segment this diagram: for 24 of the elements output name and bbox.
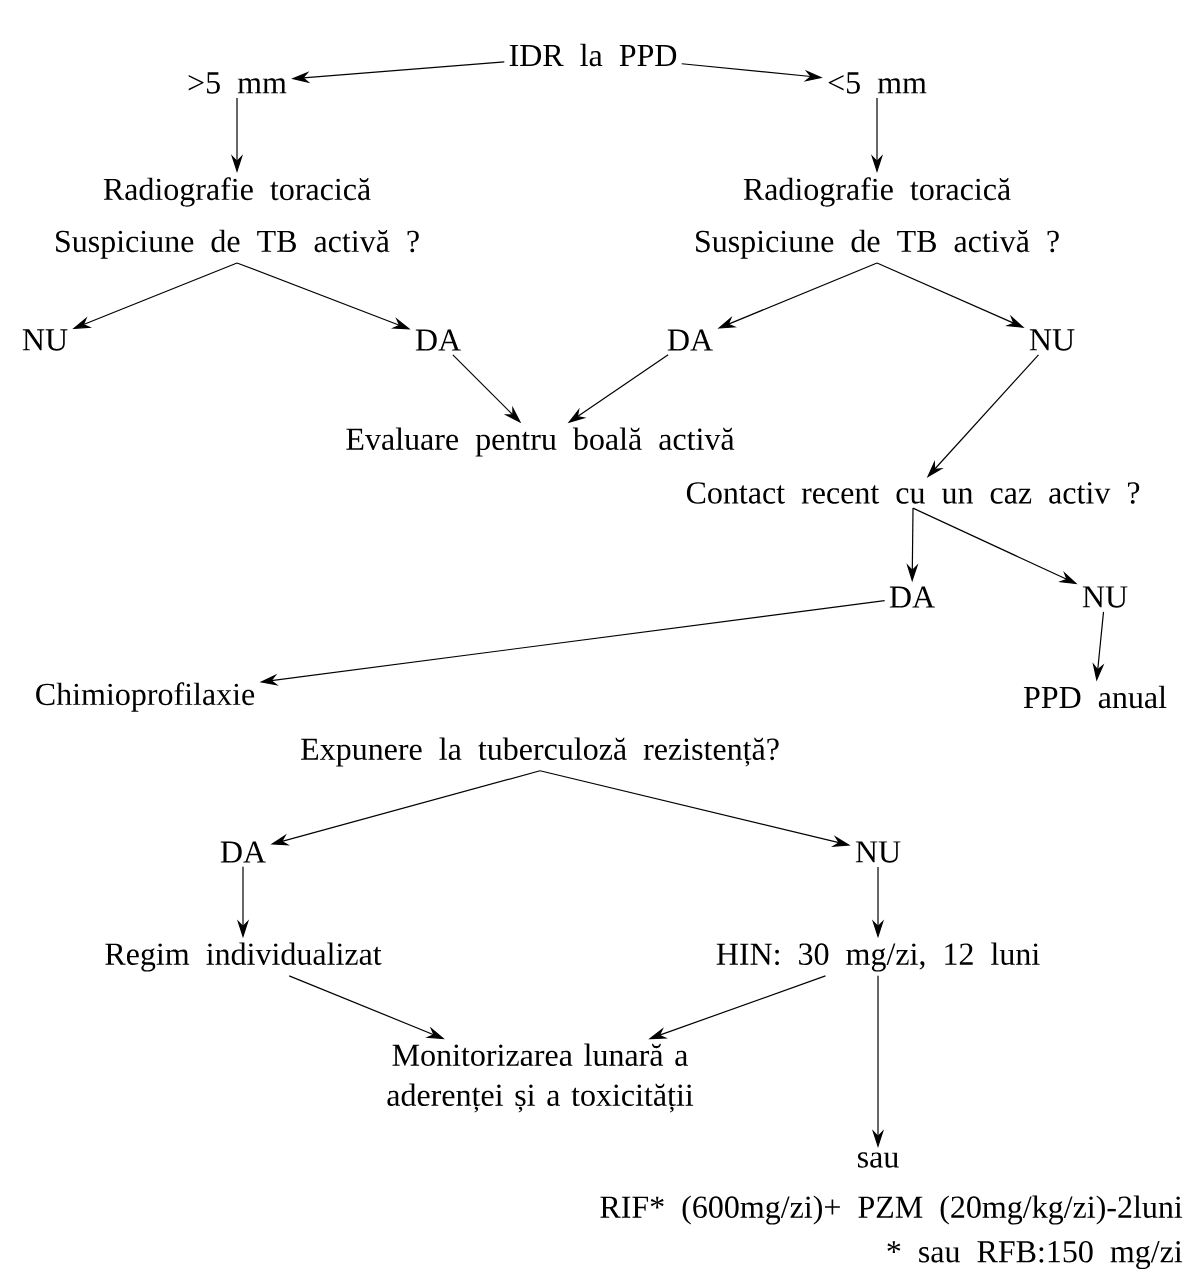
flow-text: NU	[1082, 586, 1128, 608]
note-text: RIF* (600mg/zi)+ PZM (20mg/kg/zi)-2luni	[600, 1195, 1183, 1225]
flow-text: Chimioprofilaxie	[36, 682, 255, 712]
flow-text: NU	[855, 841, 901, 863]
flow-text: Monitorizarea lunară a aderenței și a toxicității	[387, 1043, 694, 1113]
flow-text: DA	[415, 329, 461, 351]
question-text: Radiografie toracică Suspiciune de TB activă ?	[56, 177, 419, 259]
flow-text: PPD anual	[1023, 685, 1167, 709]
flow-text: NU	[22, 329, 68, 351]
flow-text: sau	[858, 1152, 899, 1168]
flow-text: DA	[889, 586, 935, 608]
flow-text: >5 mm	[188, 72, 287, 94]
note-text: * sau RFB:150 mg/zi	[887, 1240, 1183, 1270]
flow-text: <5 mm	[828, 72, 927, 94]
flow-text: NU	[1029, 329, 1075, 351]
question-text: Expunere la tuberculoză rezistență?	[301, 737, 779, 767]
flow-text: Regim individualizat	[105, 942, 382, 972]
flow-text: Evaluare pentru boală activă	[346, 427, 735, 457]
flow-text: DA	[220, 841, 266, 863]
flow-text: HIN: 30 mg/zi, 12 luni	[716, 942, 1040, 972]
question-text: Radiografie toracică Suspiciune de TB activă ?	[696, 177, 1059, 259]
question-text: Contact recent cu un caz activ ?	[686, 482, 1140, 504]
flow-text: DA	[667, 329, 713, 351]
flow-text: IDR la PPD	[509, 43, 677, 67]
